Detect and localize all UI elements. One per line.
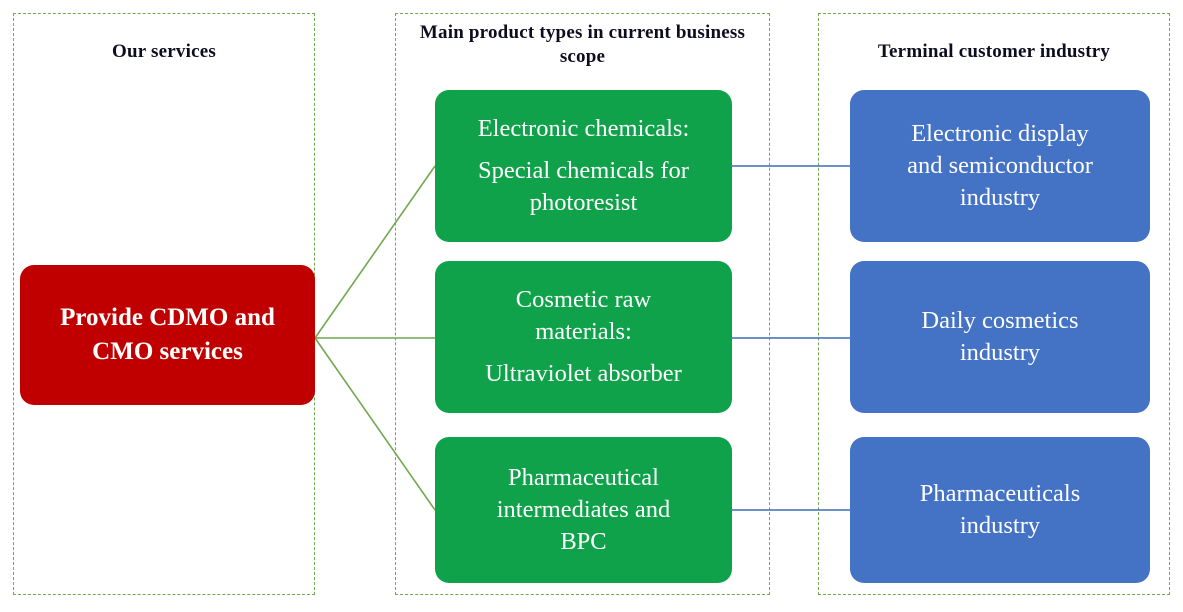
node-label-line-3: Ultraviolet absorber (485, 359, 682, 387)
node-label-line-2: intermediates and (496, 496, 671, 524)
node-provide-cdmo-cmo-services[interactable]: Provide CDMO and CMO services (20, 265, 315, 405)
node-label-line-3: photoresist (529, 188, 638, 216)
node-label-line-1: Pharmaceutical (507, 464, 659, 492)
node-label-line-2: industry (959, 512, 1041, 539)
node-label-line-1: Electronic chemicals: (477, 115, 690, 143)
column-header-terminal-customer-industry: Terminal customer industry (877, 41, 1111, 62)
node-daily-cosmetics-industry[interactable]: Daily cosmetics industry (850, 261, 1150, 413)
node-label-line-2: Special chemicals for (478, 157, 689, 185)
node-cosmetic-raw-materials[interactable]: Cosmetic raw materials: Ultraviolet abso… (435, 261, 732, 413)
line-spacer (445, 348, 722, 358)
node-label-line-1: Electronic display (911, 120, 1089, 148)
node-label-line-2: industry (959, 339, 1041, 366)
node-label-line-2: CMO services (92, 338, 243, 365)
node-pharmaceuticals-industry[interactable]: Pharmaceuticals industry (850, 437, 1150, 583)
line-spacer (445, 145, 722, 155)
node-electronic-chemicals[interactable]: Electronic chemicals: Special chemicals … (435, 90, 732, 242)
node-pharmaceutical-intermediates[interactable]: Pharmaceutical intermediates and BPC (435, 437, 732, 583)
column-header-our-services: Our services (112, 41, 216, 62)
node-label-line-1: Cosmetic raw (515, 286, 652, 314)
node-label-line-1: Pharmaceuticals (919, 480, 1081, 508)
node-label-line-3: BPC (560, 527, 607, 555)
node-label-line-1: Daily cosmetics (921, 307, 1079, 335)
panel-terminal-customer-industry (818, 13, 1170, 595)
node-electronic-display-semiconductor-industry[interactable]: Electronic display and semiconductor ind… (850, 90, 1150, 242)
node-label-line-2: and semiconductor (907, 152, 1093, 180)
column-header-main-product-types: Main product types in current business s… (419, 22, 746, 67)
node-label-line-2: materials: (535, 318, 632, 346)
node-label-line-3: industry (959, 183, 1041, 211)
node-label-line-1: Provide CDMO and (60, 304, 275, 332)
